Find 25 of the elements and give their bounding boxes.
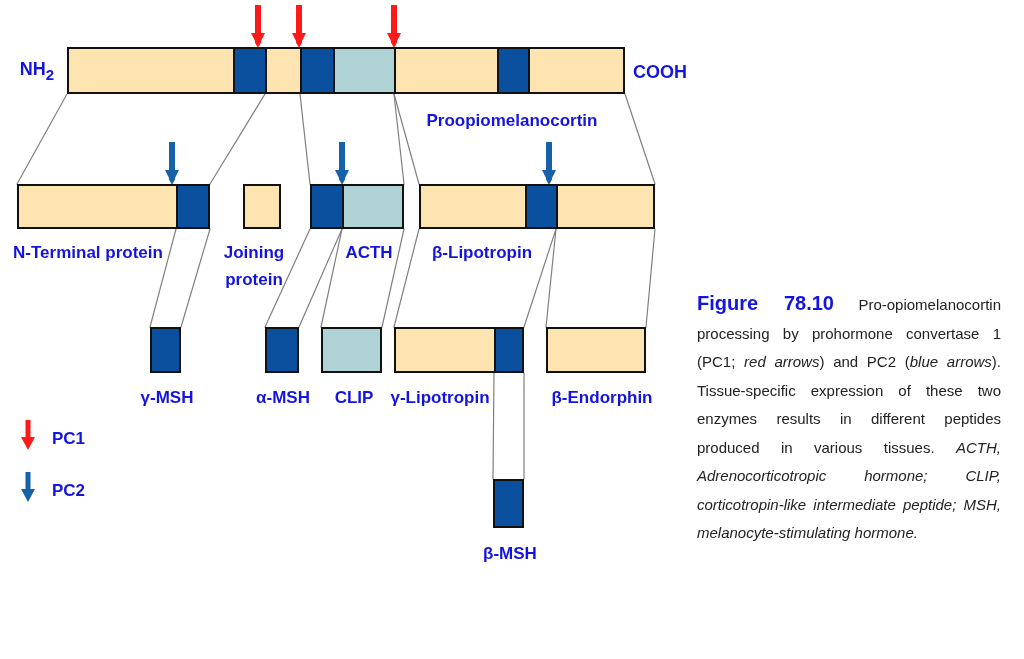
cleavage-arrow xyxy=(541,142,557,184)
peptide-label: ACTH xyxy=(345,241,393,263)
connector-line xyxy=(264,228,343,329)
peptide-label: Joining protein xyxy=(223,242,285,291)
cleavage-arrow xyxy=(250,5,266,47)
cleavage-arrow xyxy=(164,142,180,184)
cleavage-arrow xyxy=(291,5,307,47)
figure-caption: Figure 78.10 Pro-opiomelanocortin processing by prohormone convertase 1 (PC1; red arrows) and PC2 (blue arrows). Tissue-specific expression of these two enzymes results in different peptides produced in various tissues. ACTH, Adrenocorticotropic hormone; CLIP, corticotropin-like intermediate peptide; MSH, melanocyte-stimulating hormone. xyxy=(697,291,1001,543)
cleavage-arrow xyxy=(334,142,350,184)
peptide-label: γ-Lipotropin xyxy=(390,386,490,408)
terminus-label: COOH xyxy=(633,61,687,83)
legend-label: PC2 xyxy=(52,479,86,501)
peptide-label: β-MSH xyxy=(483,542,537,564)
peptide-label: α-MSH xyxy=(256,386,310,408)
terminus-label: NH$_{2}$ xyxy=(19,58,54,85)
connector-line xyxy=(149,228,211,329)
peptide-label: Proopiomelanocortin xyxy=(426,109,598,131)
peptide-label: N-Terminal protein xyxy=(13,241,163,263)
cleavage-arrow xyxy=(386,5,402,47)
peptide-label: γ-MSH xyxy=(140,386,194,408)
peptide-label: β-Lipotropin xyxy=(431,241,533,263)
connector-line xyxy=(492,372,525,481)
legend-label: PC1 xyxy=(52,427,86,449)
peptide-label: CLIP xyxy=(334,386,374,408)
peptide-label: β-Endorphin xyxy=(551,386,653,408)
